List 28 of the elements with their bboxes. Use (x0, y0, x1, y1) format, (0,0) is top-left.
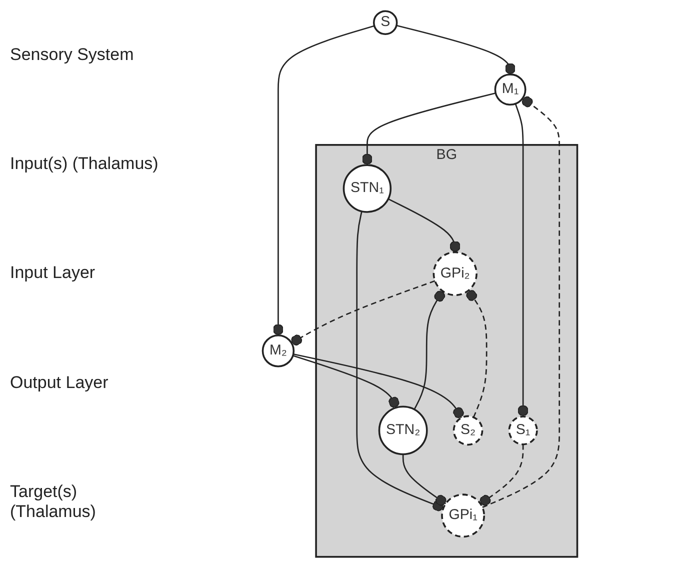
node-circle: S₁ (508, 415, 538, 445)
node-circle: STN₂ (378, 405, 428, 455)
row-label: Output Layer (10, 372, 110, 393)
connector (362, 92, 496, 165)
connector (292, 354, 400, 408)
connector (396, 24, 516, 74)
row-label: Input(s) (Thalamus) (10, 154, 160, 174)
connector (402, 454, 446, 506)
node-circle: S (372, 10, 398, 35)
node-circle: GPi₁ (441, 493, 486, 538)
connector (291, 280, 436, 345)
node-circle: M₂ (262, 334, 295, 367)
connector (480, 444, 524, 506)
node-circle: M₁ (494, 73, 526, 106)
row-label: Sensory System (10, 44, 135, 65)
node-circle: GPi₂ (432, 250, 478, 296)
node-circle: S₂ (452, 414, 484, 446)
connector (272, 24, 375, 335)
connector (514, 103, 528, 416)
connector (356, 210, 444, 511)
node-circle: STN₁ (342, 164, 392, 212)
row-label: Target(s) (Thalamus) (10, 482, 97, 522)
connector (414, 290, 446, 410)
connector (293, 352, 464, 418)
row-label: Input Layer (10, 263, 96, 284)
connector (482, 96, 560, 508)
connector (388, 198, 461, 252)
connector (466, 290, 488, 418)
